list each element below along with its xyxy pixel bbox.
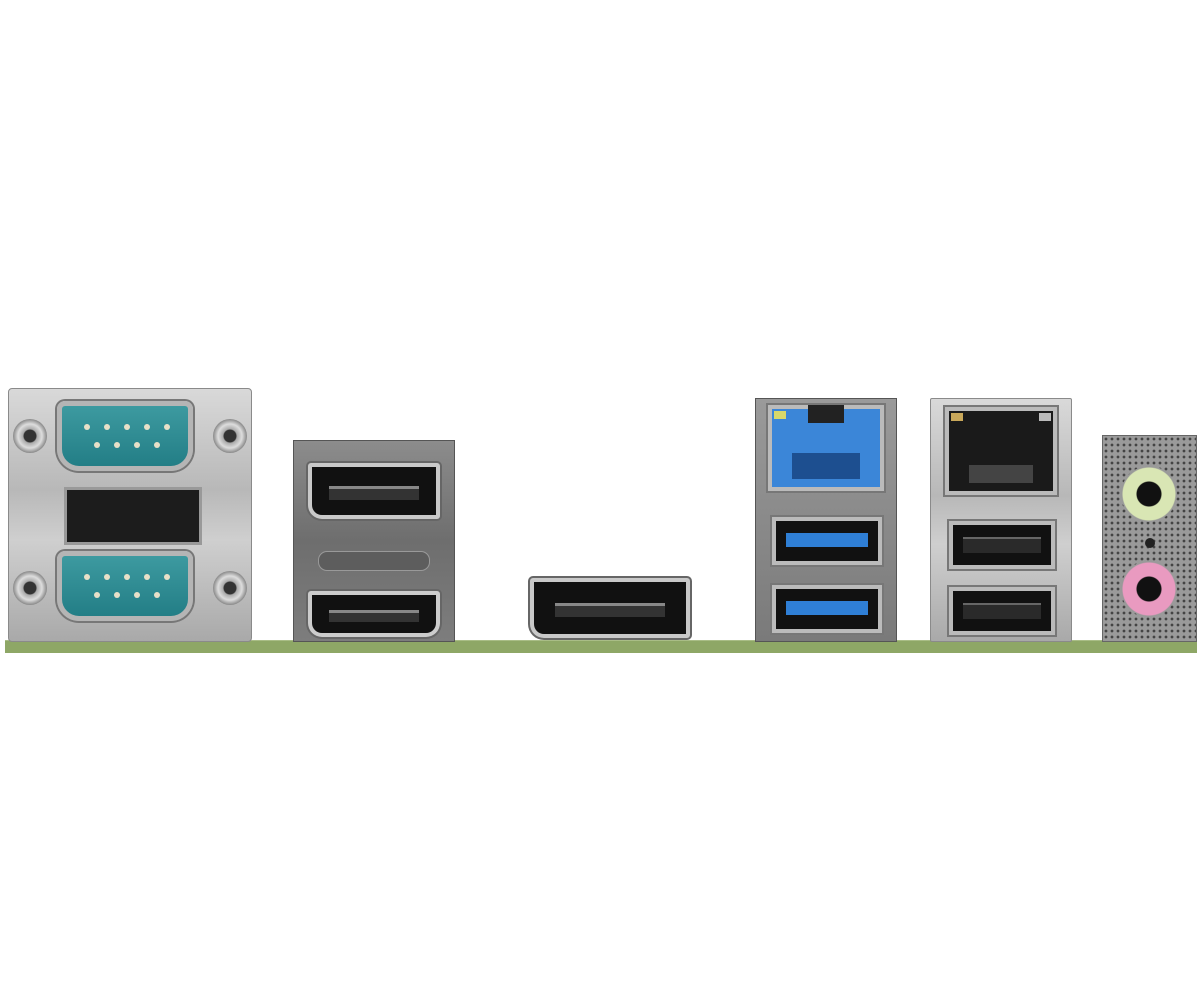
serial-divider (64, 487, 202, 545)
screw-icon (13, 419, 47, 453)
led-icon (774, 411, 786, 419)
serial-port-2[interactable] (57, 551, 193, 621)
bracket-slot (318, 551, 430, 571)
audio-bracket (1102, 435, 1197, 642)
dual-serial-bracket (8, 388, 252, 642)
led-icon (1039, 413, 1051, 421)
usb-port-3[interactable] (949, 521, 1055, 569)
lan-port-1[interactable] (768, 405, 884, 491)
led-icon (951, 413, 963, 421)
screw-icon (213, 571, 247, 605)
dp-hdmi-bracket (293, 440, 455, 642)
lan-usb-stack-2 (930, 398, 1072, 642)
hdmi-port[interactable] (308, 591, 440, 637)
screw-icon (13, 571, 47, 605)
usb-port-2[interactable] (772, 585, 882, 633)
serial-port-1[interactable] (57, 401, 193, 471)
screw-icon (213, 419, 247, 453)
displayport-1[interactable] (308, 463, 440, 519)
pcb-edge (5, 640, 1197, 653)
usb-port-1[interactable] (772, 517, 882, 565)
displayport-2[interactable] (530, 578, 690, 638)
indicator-dot (1145, 538, 1155, 548)
lan-usb-stack-1 (755, 398, 897, 642)
usb-port-4[interactable] (949, 587, 1055, 635)
lan-port-2[interactable] (945, 407, 1057, 495)
audio-jack-line-in[interactable] (1121, 466, 1177, 522)
audio-jack-mic[interactable] (1121, 561, 1177, 617)
